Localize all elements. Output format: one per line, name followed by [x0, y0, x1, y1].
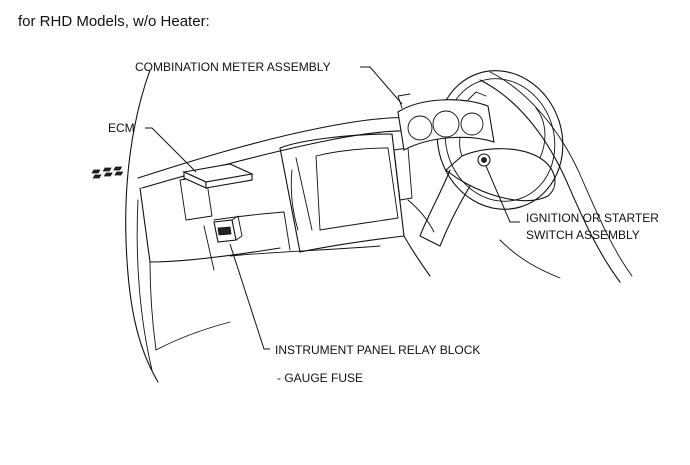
ecm-leader	[145, 127, 197, 173]
callout-leaders	[145, 66, 520, 350]
combination-meter-label: COMBINATION METER ASSEMBLY	[135, 60, 331, 74]
diagram-heading: for RHD Models, w/o Heater:	[18, 13, 210, 30]
relay-block-label: INSTRUMENT PANEL RELAY BLOCK	[275, 343, 480, 357]
gauge-fuse-label: - GAUGE FUSE	[277, 371, 363, 385]
ecm-label: ECM	[108, 121, 135, 135]
dashboard-drawing	[91, 69, 633, 383]
ignition-switch-label-line1: IGNITION OR STARTER	[526, 211, 659, 225]
relay-block	[213, 215, 243, 243]
ignition-switch-label-line2: SWITCH ASSEMBLY	[526, 228, 640, 242]
ignition-leader	[485, 165, 520, 223]
ecm-unit	[91, 163, 254, 189]
relay-block-leader	[229, 243, 270, 350]
combination-meter-leader	[360, 66, 403, 105]
